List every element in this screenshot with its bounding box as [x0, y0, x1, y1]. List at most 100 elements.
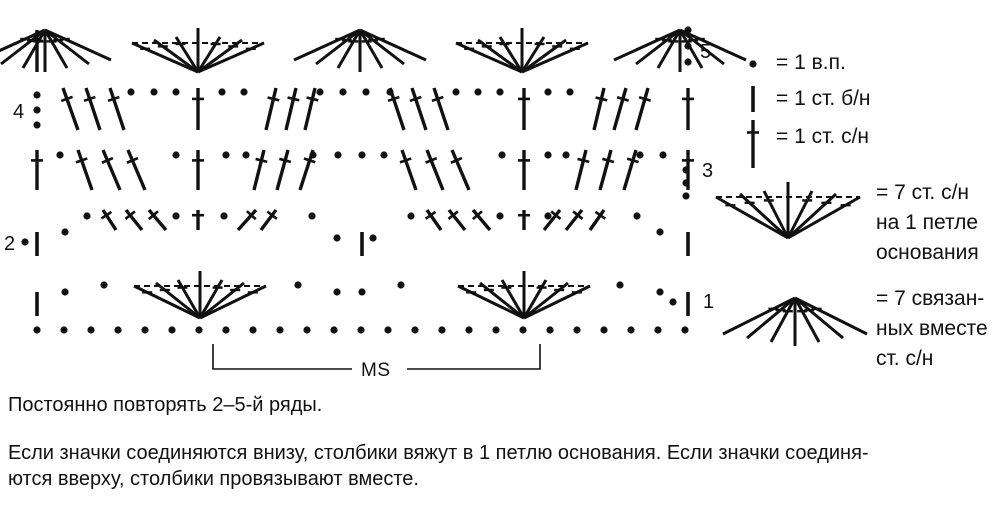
- dc-stem: [592, 87, 606, 131]
- chain-stitch-mark: [83, 212, 91, 220]
- fan-stem: [786, 190, 814, 239]
- dc-stem: [425, 149, 445, 191]
- chain-stitch-mark: [669, 298, 677, 306]
- dc-crossbar: [60, 95, 73, 103]
- double-crochet-mark: [518, 150, 530, 190]
- chain-stitch-mark: [380, 151, 388, 159]
- double-crochet-mark: [634, 87, 652, 131]
- chain-stitch-mark: [303, 326, 311, 334]
- ms-bracket: [212, 344, 541, 370]
- cluster-stem: [359, 28, 427, 62]
- chain-stitch-mark: [56, 151, 64, 159]
- double-crochet-mark: [147, 208, 168, 232]
- chain-stitch-mark: [546, 326, 554, 334]
- chain-stitch-mark: [600, 326, 608, 334]
- cluster-stem: [293, 28, 361, 62]
- chain-stitch-mark: [682, 179, 690, 187]
- dc-crossbar: [602, 157, 615, 164]
- dc-crossbar: [472, 210, 483, 221]
- chain-stitch-mark: [240, 88, 248, 96]
- double-crochet-mark: [298, 149, 316, 191]
- chain-stitch-mark: [562, 151, 570, 159]
- dc-stem: [432, 87, 450, 131]
- cluster-stem: [722, 296, 796, 336]
- dc-crossbar: [577, 157, 590, 164]
- chain-stitch-mark: [87, 326, 95, 334]
- ms-repeat-label: MS: [361, 360, 391, 381]
- chain-stitch-mark: [330, 326, 338, 334]
- chain-stitch-mark: [33, 91, 41, 99]
- double-crochet-mark: [31, 30, 43, 72]
- dc-stem: [622, 149, 638, 191]
- chain-stitch-mark: [544, 88, 552, 96]
- chain-stitch-mark: [61, 288, 69, 296]
- double-crochet-mark: [592, 87, 608, 131]
- chain-stitch-mark: [656, 228, 664, 236]
- cluster-mark: [0, 28, 112, 72]
- dc-crossbar: [245, 210, 257, 221]
- cluster-stem: [656, 29, 682, 69]
- chain-stitch-mark: [358, 151, 366, 159]
- double-crochet-mark: [612, 87, 630, 131]
- chain-stitch-mark: [407, 212, 415, 220]
- dc-stem: [471, 208, 492, 232]
- legend-fan-label-3: основания: [876, 241, 979, 264]
- dc-stem: [236, 208, 258, 232]
- double-crochet-mark: [409, 87, 428, 131]
- fan-stem: [176, 279, 202, 319]
- caption-explanation-line-2: ются вверху, столбики провязывают вместе…: [8, 468, 419, 490]
- dc-crossbar: [387, 95, 400, 103]
- dc-crossbar: [409, 95, 422, 103]
- chain-stitch-mark: [276, 326, 284, 334]
- dc-crossbar: [148, 210, 159, 221]
- double-crochet-mark: [588, 209, 607, 231]
- dc-stem: [298, 149, 315, 191]
- dc-crossbar: [572, 210, 584, 220]
- dc-stem: [61, 87, 80, 131]
- dc-stem: [542, 208, 562, 232]
- double-crochet-mark: [424, 209, 443, 231]
- legend-dc-label: = 1 ст. с/н: [776, 125, 870, 148]
- double-crochet-mark: [192, 150, 204, 190]
- chain-stitch-mark: [127, 88, 135, 96]
- chain-stitch-mark: [333, 288, 341, 296]
- fan-stem: [786, 192, 838, 240]
- dc-stem: [84, 87, 102, 131]
- cluster-stem: [315, 28, 361, 66]
- chain-stitch-mark: [316, 88, 324, 96]
- double-crochet-mark: [387, 87, 406, 131]
- chain-stitch-mark: [636, 151, 644, 159]
- chain-stitch-mark: [172, 88, 180, 96]
- chain-stitch-mark: [222, 151, 230, 159]
- chain-stitch-mark: [681, 326, 689, 334]
- legend-chain-label: = 1 в.п.: [776, 51, 846, 74]
- chart-marks: [0, 26, 747, 370]
- cluster-stem: [794, 296, 844, 340]
- double-crochet-mark: [564, 208, 584, 232]
- legend-symbols: [715, 60, 868, 346]
- caption-explanation-line-1: Если значки соединяются внизу, столбики …: [8, 442, 869, 464]
- chain-stitch-mark: [333, 234, 341, 242]
- double-crochet-mark: [252, 149, 268, 191]
- chain-stitch-mark: [362, 88, 370, 96]
- chain-stitch-mark: [141, 326, 149, 334]
- chain-stitch-mark: [357, 326, 365, 334]
- double-crochet-mark: [425, 149, 445, 191]
- fan-shell-mark: [457, 271, 591, 320]
- dc-stem: [574, 149, 588, 191]
- dc-crossbar: [431, 95, 444, 103]
- dc-crossbar: [425, 156, 438, 164]
- dc-crossbar: [399, 157, 412, 164]
- row-number-5: 5: [700, 41, 712, 63]
- chain-stitch-mark: [627, 326, 635, 334]
- dc-crossbar: [279, 157, 292, 164]
- fan-shell-mark: [455, 28, 589, 74]
- double-crochet-mark: [264, 87, 280, 131]
- dc-stem: [634, 87, 650, 131]
- chain-stitch-mark: [294, 281, 302, 289]
- chain-stitch-mark: [682, 192, 690, 200]
- cluster-stem: [678, 29, 704, 69]
- dc-crossbar: [107, 95, 120, 103]
- chain-stitch-mark: [452, 88, 460, 96]
- chain-stitch-mark: [616, 281, 624, 289]
